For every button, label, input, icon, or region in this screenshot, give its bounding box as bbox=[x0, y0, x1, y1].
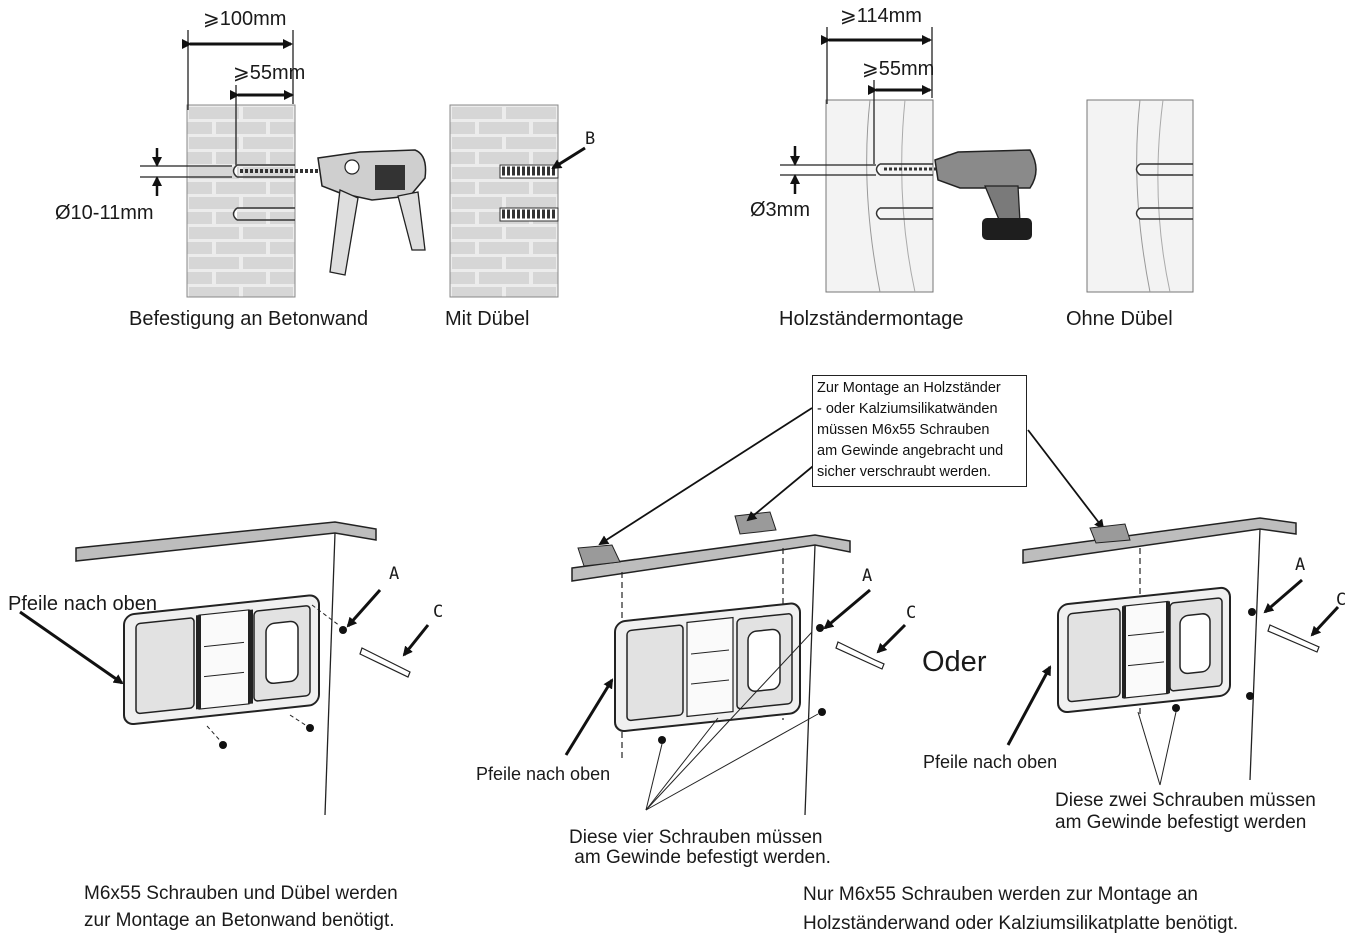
concrete-note-line1: M6x55 Schrauben und Dübel werden bbox=[84, 883, 398, 904]
drill-depth-outer-label: ⩾100mm bbox=[203, 8, 287, 30]
hex-key-label-c: C bbox=[433, 602, 444, 622]
wood-mounting-note: Zur Montage an Holzständer - oder Kalziu… bbox=[812, 375, 1027, 487]
drill-diameter-label: Ø10-11mm bbox=[55, 202, 154, 224]
note-line: - oder Kalziumsilikatwänden bbox=[817, 401, 998, 417]
with-dowel-caption: Mit Dübel bbox=[445, 308, 530, 330]
wood-depth-inner-label: ⩾55mm bbox=[862, 58, 935, 80]
note-line: am Gewinde angebracht und bbox=[817, 443, 1004, 459]
hex-key-label-c: C bbox=[906, 603, 917, 623]
alternative-mounting-illustration bbox=[1006, 517, 1340, 786]
screw-label-a: A bbox=[1295, 555, 1306, 575]
four-screws-line1: Diese vier Schrauben müssen bbox=[569, 827, 823, 848]
note-line: Zur Montage an Holzständer bbox=[817, 380, 1001, 396]
note-line: sicher verschraubt werden. bbox=[817, 464, 992, 480]
wall-with-dowel-illustration bbox=[449, 104, 586, 298]
wood-note-line1: Nur M6x55 Schrauben werden zur Montage a… bbox=[803, 884, 1199, 905]
concrete-wall-caption: Befestigung an Betonwand bbox=[129, 308, 369, 330]
concrete-note-line2: zur Montage an Betonwand benötigt. bbox=[84, 910, 395, 931]
note-line: müssen M6x55 Schrauben bbox=[817, 422, 990, 438]
arrows-up-label: Pfeile nach oben bbox=[476, 764, 611, 784]
wood-stud-drill-illustration bbox=[780, 27, 1037, 293]
drill-depth-inner-label: ⩾55mm bbox=[233, 62, 306, 84]
screw-label-a: A bbox=[389, 564, 400, 584]
dowel-label-b: B bbox=[585, 129, 596, 149]
without-dowel-caption: Ohne Dübel bbox=[1066, 308, 1173, 330]
wood-note-line2: Holzständerwand oder Kalziumsilikatplatt… bbox=[803, 913, 1239, 934]
wood-without-dowel-illustration bbox=[1086, 99, 1194, 293]
arrows-up-label: Pfeile nach oben bbox=[923, 752, 1058, 772]
concrete-mounting-illustration bbox=[19, 521, 430, 816]
concrete-wall-drill-illustration bbox=[140, 30, 427, 298]
wood-stud-caption: Holzständermontage bbox=[779, 308, 964, 330]
or-label: Oder bbox=[922, 646, 987, 678]
four-screws-line2: am Gewinde befestigt werden. bbox=[569, 847, 831, 868]
wood-mounting-illustration bbox=[564, 407, 1105, 816]
two-screws-line2: am Gewinde befestigt werden bbox=[1055, 812, 1307, 833]
arrows-up-label: Pfeile nach oben bbox=[8, 593, 158, 615]
two-screws-line1: Diese zwei Schrauben müssen bbox=[1055, 790, 1316, 811]
wood-diameter-label: Ø3mm bbox=[750, 199, 810, 221]
wood-depth-outer-label: ⩾114mm bbox=[840, 5, 922, 27]
screw-label-a: A bbox=[862, 566, 873, 586]
hex-key-label-c: C bbox=[1336, 590, 1347, 610]
